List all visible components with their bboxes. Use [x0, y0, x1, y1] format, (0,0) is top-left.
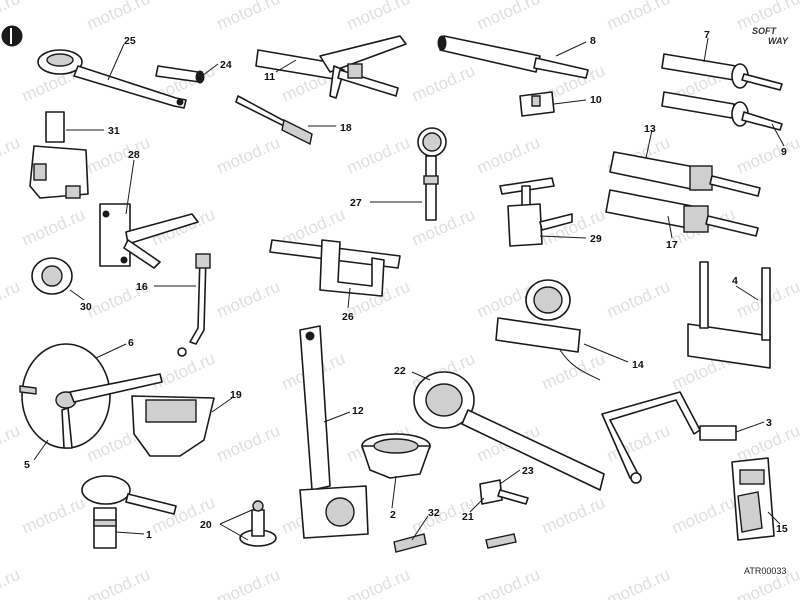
tool-1-holder: [81, 475, 177, 549]
tool-10-plate: [519, 91, 555, 117]
tool-2-socket: [361, 433, 431, 479]
tool-3-crank: [601, 391, 737, 484]
callout-16: 16: [136, 281, 148, 293]
callout-26: 26: [342, 311, 354, 323]
callout-21: 21: [462, 511, 474, 523]
tool-14-comparator: [495, 279, 601, 381]
callout-14: 14: [632, 359, 644, 371]
tool-26-bridge: [269, 239, 401, 297]
tool-27-dial-gauge: [417, 127, 447, 221]
callout-30: 30: [80, 301, 92, 313]
tool-25-ring-spanner: [37, 49, 187, 109]
tool-15-digital-meter: [731, 457, 775, 541]
callout-1: 1: [146, 529, 152, 541]
callout-24: 24: [220, 59, 232, 71]
tool-20-adapter: [239, 500, 277, 547]
callout-13: 13: [644, 123, 656, 135]
callout-28: 28: [128, 149, 140, 161]
corner-mark-icon: [1, 25, 23, 47]
tool-6-degree-disc: [19, 343, 163, 449]
callout-2: 2: [390, 509, 396, 521]
callout-17: 17: [666, 239, 678, 251]
logo-line-2: WAY: [768, 36, 789, 46]
tool-7-stepped-pin: [661, 53, 783, 91]
callout-25: 25: [124, 35, 136, 47]
tool-31-socket: [29, 111, 89, 199]
callout-20: 20: [200, 519, 212, 531]
drawing-code: ATR00033: [744, 566, 786, 576]
callout-4: 4: [732, 275, 738, 287]
callout-22: 22: [394, 365, 406, 377]
callout-18: 18: [340, 122, 352, 134]
callout-19: 19: [230, 389, 242, 401]
tool-17-drift: [605, 189, 759, 237]
tool-13-drift: [609, 151, 761, 197]
callout-15: 15: [776, 523, 788, 535]
softway-logo-icon: SOFT WAY: [752, 26, 789, 46]
callout-27: 27: [350, 197, 362, 209]
tool-29-t-extractor: [499, 177, 573, 247]
tool-28-hub-holder: [99, 203, 199, 269]
logo-line-1: SOFT: [752, 26, 778, 36]
tool-16-bent-rod: [177, 253, 211, 357]
tool-23-small-puller: [479, 479, 529, 505]
callout-29: 29: [590, 233, 602, 245]
tool-19-crankcase-tool: [131, 395, 215, 457]
callout-8: 8: [590, 35, 596, 47]
leader-lines: [33, 37, 785, 541]
callout-labels: 25 24 11 18 8 10 7 9 13 17 31 28 27 29 1…: [24, 29, 788, 541]
callout-7: 7: [704, 29, 710, 41]
tool-32-studs: [393, 533, 517, 553]
callout-6: 6: [128, 337, 134, 349]
tool-30-ring: [31, 257, 73, 295]
tool-4-stand: [687, 261, 771, 369]
callout-3: 3: [766, 417, 772, 429]
tool-24-pin: [155, 65, 205, 84]
callout-12: 12: [352, 405, 364, 417]
callout-32: 32: [428, 507, 440, 519]
callout-23: 23: [522, 465, 534, 477]
tool-8-shaft: [437, 35, 589, 79]
callout-9: 9: [781, 146, 787, 158]
tool-11-puller: [255, 35, 407, 99]
callout-11: 11: [264, 71, 275, 83]
tool-12-lever: [299, 325, 369, 539]
callout-31: 31: [108, 125, 120, 137]
callout-5: 5: [24, 459, 30, 471]
tool-22-spanner: [413, 371, 605, 491]
callout-10: 10: [590, 94, 602, 106]
tool-9-stepped-pin: [661, 91, 783, 131]
tool-18-long-pin: [235, 95, 313, 146]
